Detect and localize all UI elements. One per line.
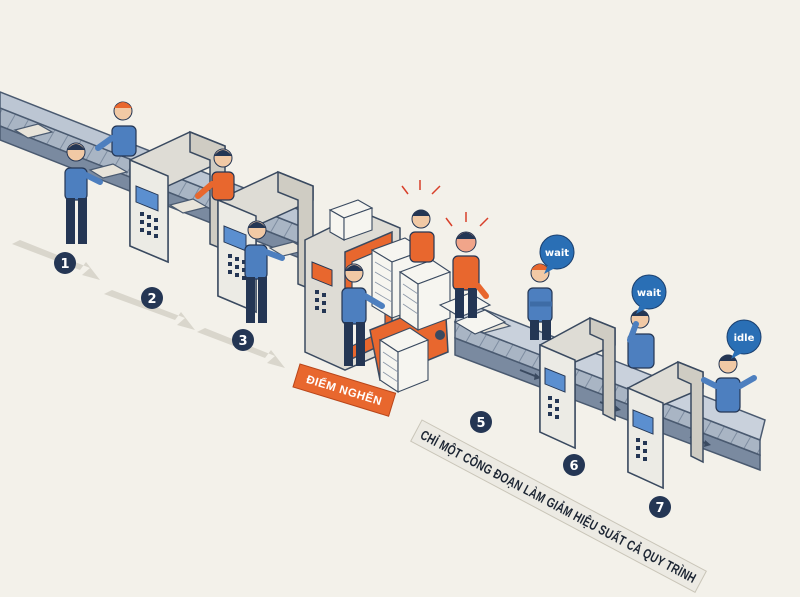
worker-stressed-1 <box>401 180 441 263</box>
worker-3 <box>244 220 285 323</box>
step-badge-5: 5 <box>470 411 492 433</box>
step-badge-6: 6 <box>563 454 585 476</box>
worker-idle <box>701 354 757 413</box>
step-badge-2: 2 <box>141 287 163 309</box>
bubble-idle-text: idle <box>734 333 755 344</box>
step-number: 7 <box>655 501 664 516</box>
worker-2 <box>195 148 235 201</box>
step-number: 6 <box>569 459 578 474</box>
step-number: 1 <box>60 257 69 272</box>
bubble-wait-2: wait <box>631 274 667 314</box>
paper-lines <box>374 261 419 383</box>
bubble-wait-1: wait <box>539 234 575 274</box>
step-badge-7: 7 <box>649 496 671 518</box>
worker-1 <box>64 142 103 244</box>
step-number: 5 <box>476 416 485 431</box>
worker-stressed-2 <box>445 212 489 318</box>
bubble-wait-2-text: wait <box>637 288 661 299</box>
bubble-idle: idle <box>726 319 762 359</box>
machine-7 <box>627 360 704 490</box>
step-number: 3 <box>238 334 247 349</box>
worker-waiting-2 <box>627 309 655 369</box>
step-badge-3: 3 <box>232 329 254 351</box>
worker-waiting-1 <box>527 263 553 340</box>
worker-1b <box>95 101 137 157</box>
bubble-wait-1-text: wait <box>545 248 569 259</box>
machine-6 <box>539 316 616 450</box>
step-badge-1: 1 <box>54 252 76 274</box>
step-number: 2 <box>147 292 156 307</box>
worker-bottleneck-front <box>341 263 385 366</box>
